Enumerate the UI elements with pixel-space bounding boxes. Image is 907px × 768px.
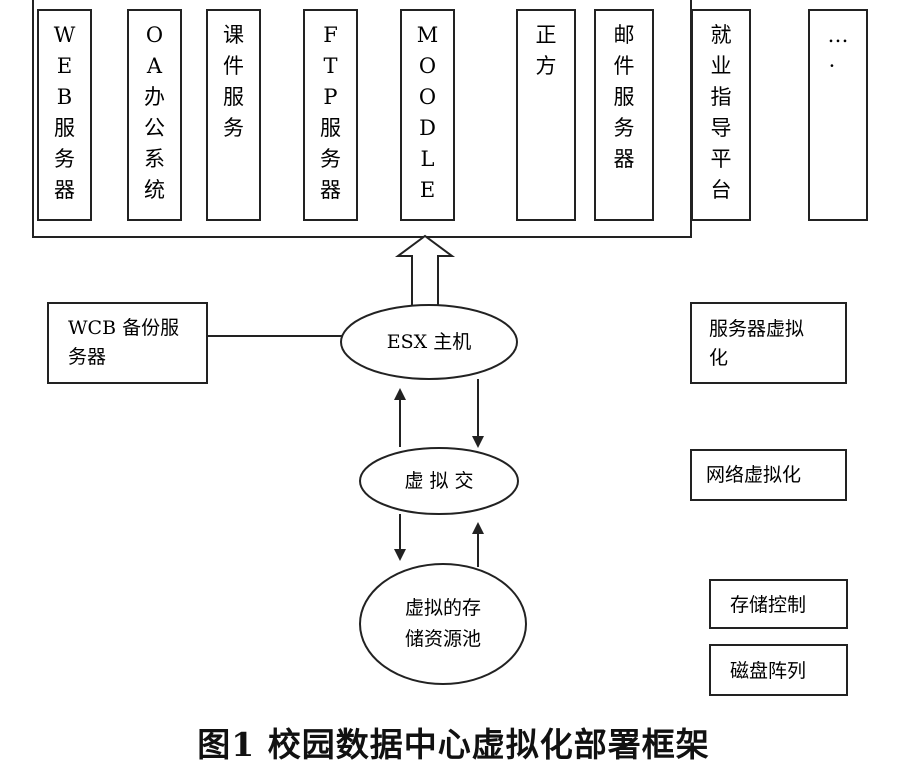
- virtual-switch-label: 虚 拟 交: [404, 470, 473, 492]
- switch-storage-arrows: [394, 514, 484, 567]
- storage-pool-label-line2: 储资源池: [405, 628, 481, 650]
- service-char: 件: [223, 54, 244, 78]
- service-courseware: 课 件 服 务: [206, 9, 261, 221]
- service-char: 系: [144, 147, 165, 171]
- service-char: M: [417, 23, 439, 47]
- service-char: L: [421, 147, 435, 171]
- hollow-up-arrow: [394, 234, 456, 311]
- server-virtualization-line1: 服务器虚拟: [709, 318, 804, 340]
- esx-host-node: ESX 主机: [340, 304, 518, 380]
- server-virtualization-box: 服务器虚拟 化: [690, 302, 847, 384]
- service-char: 导: [711, 116, 732, 140]
- service-char: 台: [711, 178, 732, 202]
- service-char: 器: [614, 147, 635, 171]
- esx-host-label: ESX 主机: [387, 331, 471, 353]
- service-char: 服: [223, 85, 244, 109]
- service-char: 服: [54, 116, 75, 140]
- disk-array-label: 磁盘阵列: [730, 660, 806, 682]
- services-frame: [32, 0, 692, 238]
- network-virtualization-box: 网络虚拟化: [690, 449, 847, 501]
- service-char: T: [323, 54, 337, 78]
- server-virtualization-line2: 化: [709, 347, 728, 369]
- service-char: 务: [614, 116, 635, 140]
- service-zhengfang: 正 方: [516, 9, 576, 221]
- service-char: 公: [144, 116, 165, 140]
- service-char: 就: [711, 23, 732, 47]
- service-oa-system: O A 办 公 系 统: [127, 9, 182, 221]
- figure-caption: 图1 校园数据中心虚拟化部署框架: [197, 725, 710, 764]
- service-char: P: [323, 85, 337, 109]
- deployment-diagram: W E B 服 务 器 O A 办 公 系 统 课 件 服 务 F: [32, 0, 868, 696]
- backup-server-label-line1: WCB 备份服: [68, 317, 179, 339]
- service-char: 平: [711, 147, 732, 171]
- storage-pool-label-line1: 虚拟的存: [405, 597, 481, 619]
- service-char: E: [57, 54, 72, 78]
- service-char: 课: [223, 23, 244, 47]
- service-char: O: [146, 23, 163, 47]
- backup-server-label-line2: 务器: [68, 346, 106, 368]
- service-char: 服: [614, 85, 635, 109]
- storage-control-label: 存储控制: [730, 594, 806, 616]
- service-char: 指: [711, 85, 732, 109]
- service-char: E: [420, 178, 435, 202]
- service-char: F: [323, 23, 338, 47]
- service-char: B: [57, 85, 72, 109]
- disk-array-box: 磁盘阵列: [709, 644, 848, 696]
- service-char: 服: [320, 116, 341, 140]
- service-char: 务: [223, 116, 244, 140]
- service-employment-platform: 就 业 指 导 平 台: [691, 9, 751, 221]
- service-char: 器: [320, 178, 341, 202]
- service-char: ·: [829, 54, 836, 78]
- service-char: 正: [536, 23, 557, 47]
- service-char: 办: [144, 85, 165, 109]
- service-char: A: [146, 54, 163, 78]
- service-char: W: [54, 23, 76, 47]
- service-char: 业: [711, 54, 732, 78]
- storage-control-box: 存储控制: [709, 579, 848, 629]
- service-char: 方: [536, 54, 557, 78]
- storage-pool-node: 虚拟的存 储资源池: [359, 563, 527, 685]
- service-char: D: [419, 116, 436, 140]
- service-char: …: [828, 23, 849, 47]
- service-char: 件: [614, 54, 635, 78]
- service-char: 务: [320, 147, 341, 171]
- service-char: 务: [54, 147, 75, 171]
- service-char: O: [419, 54, 436, 78]
- service-mail-server: 邮 件 服 务 器: [594, 9, 654, 221]
- backup-server-box: WCB 备份服 务器: [47, 302, 208, 384]
- service-moodle: M O O D L E: [400, 9, 455, 221]
- service-web-server: W E B 服 务 器: [37, 9, 92, 221]
- virtual-switch-node: 虚 拟 交: [359, 447, 519, 515]
- service-char: 统: [144, 178, 165, 202]
- service-char: 邮: [614, 23, 635, 47]
- service-char: 器: [54, 178, 75, 202]
- esx-switch-arrows: [394, 379, 484, 448]
- service-web-server-text: W E B 服 务 器: [54, 23, 76, 202]
- service-more: … ·: [808, 9, 868, 221]
- network-virtualization-label: 网络虚拟化: [706, 464, 801, 486]
- service-ftp-server: F T P 服 务 器: [303, 9, 358, 221]
- service-char: O: [419, 85, 436, 109]
